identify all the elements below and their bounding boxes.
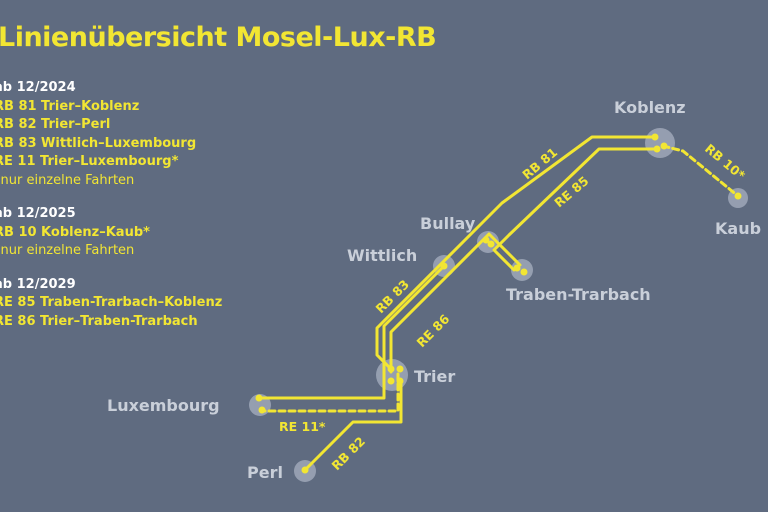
legend-line-rb81: RB 81 Trier–Koblenz	[0, 98, 140, 114]
legend-line-re11: RE 11 Trier–Luxembourg*	[0, 154, 179, 169]
route-line-re11	[260, 372, 400, 413]
station-dot-trier-3	[387, 377, 395, 385]
legend-header-2025: ab 12/2025	[0, 206, 76, 221]
legend-line-re86: RE 86 Trier–Traben-Trarbach	[0, 313, 198, 329]
route-label-rb10: RB 10*	[702, 141, 748, 183]
station-dot-wittlich	[440, 262, 448, 270]
station-dot-koblenz-2	[653, 145, 661, 153]
station-dot-trier-2	[396, 365, 404, 373]
route-label-re86: RE 86	[414, 311, 453, 350]
legend-line-rb82: RB 82 Trier–Perl	[0, 117, 111, 132]
route-line-rb83	[258, 264, 446, 400]
legend: ab 12/2024 RB 81 Trier–Koblenz RB 82 Tri…	[0, 79, 222, 346]
station-dot-trier-1	[387, 365, 395, 373]
legend-note-2024: *nur einzelne Fahrten	[0, 172, 135, 188]
legend-group-2029: ab 12/2029 RE 85 Traben-Trarbach–Koblenz…	[0, 276, 222, 332]
station-dot-luxembourg-2	[258, 406, 266, 414]
legend-line-rb10: RB 10 Koblenz–Kaub*	[0, 224, 150, 240]
route-label-rb83: RB 83	[373, 277, 413, 317]
legend-line-rb83: RB 83 Wittlich–Luxembourg	[0, 135, 197, 151]
legend-line-re85: RE 85 Traben-Trarbach–Koblenz	[0, 295, 223, 310]
legend-group-2025: ab 12/2025 RB 10 Koblenz–Kaub* *nur einz…	[0, 205, 222, 261]
route-label-re11: RE 11*	[279, 419, 326, 434]
station-label-luxembourg: Luxembourg	[107, 396, 220, 415]
route-line-rb81	[375, 135, 657, 371]
route-line-re86	[389, 232, 522, 374]
station-label-wittlich: Wittlich	[347, 246, 417, 265]
legend-group-2024: ab 12/2024 RB 81 Trier–Koblenz RB 82 Tri…	[0, 79, 222, 190]
station-label-trier: Trier	[414, 367, 455, 386]
station-dot-trier-4	[396, 377, 404, 385]
station-label-kaub: Kaub	[715, 219, 761, 238]
station-dot-luxembourg-1	[255, 394, 263, 402]
station-dot-traben-1	[513, 264, 521, 272]
station-dot-koblenz-3	[660, 142, 668, 150]
station-halo-koblenz	[645, 128, 675, 158]
route-label-re85: RE 85	[551, 173, 591, 210]
legend-header-2029: ab 12/2029	[0, 276, 76, 292]
route-line-rb10	[661, 144, 740, 198]
station-dot-traben-2	[520, 268, 528, 276]
station-label-perl: Perl	[247, 463, 283, 482]
legend-header-2024: ab 12/2024	[0, 80, 76, 95]
station-label-koblenz: Koblenz	[614, 98, 686, 117]
station-dot-perl	[301, 466, 309, 474]
station-dot-koblenz-1	[651, 133, 659, 141]
route-line-re85	[492, 147, 659, 272]
station-dot-bullay-2	[487, 240, 495, 248]
station-label-bullay: Bullay	[420, 214, 476, 233]
legend-note-2025: *nur einzelne Fahrten	[0, 243, 135, 258]
route-line-rb82	[303, 380, 403, 472]
station-dot-kaub	[734, 192, 742, 200]
station-label-traben-trarbach: Traben-Trarbach	[506, 285, 651, 304]
map-title: Linienübersicht Mosel-Lux-RB	[0, 22, 437, 53]
station-dot-bullay-1	[482, 236, 490, 244]
